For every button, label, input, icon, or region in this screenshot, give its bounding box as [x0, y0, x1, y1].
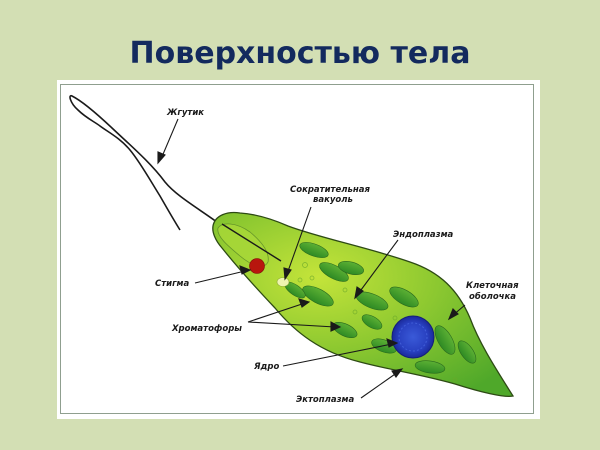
label-endoplasm: Эндоплазма	[393, 230, 454, 240]
nucleus-inner-ring	[398, 322, 428, 352]
chromatophores	[284, 242, 477, 374]
label-stigma: Стигма	[155, 279, 190, 289]
label-ectoplasm: Эктоплазма	[296, 395, 354, 405]
reservoir	[217, 223, 269, 267]
pointer-lines	[157, 118, 466, 399]
contractile-vacuole	[276, 277, 290, 287]
nucleus	[391, 315, 435, 359]
label-contractile-vacuole-2: вакуоль	[313, 195, 353, 205]
flagellum-root	[221, 223, 282, 262]
stigma	[249, 258, 265, 274]
label-nucleus: Ядро	[253, 362, 279, 372]
slide-title: Поверхностью тела	[129, 36, 471, 71]
flagellum	[69, 94, 230, 232]
label-cell-membrane-2: оболочка	[469, 291, 516, 302]
label-chromatophores: Хроматофоры	[171, 324, 242, 334]
label-cell-membrane-1: Клеточная	[466, 281, 519, 291]
label-flagellum: Жгутик	[166, 108, 204, 118]
label-contractile-vacuole-1: Сократительная	[290, 185, 370, 195]
